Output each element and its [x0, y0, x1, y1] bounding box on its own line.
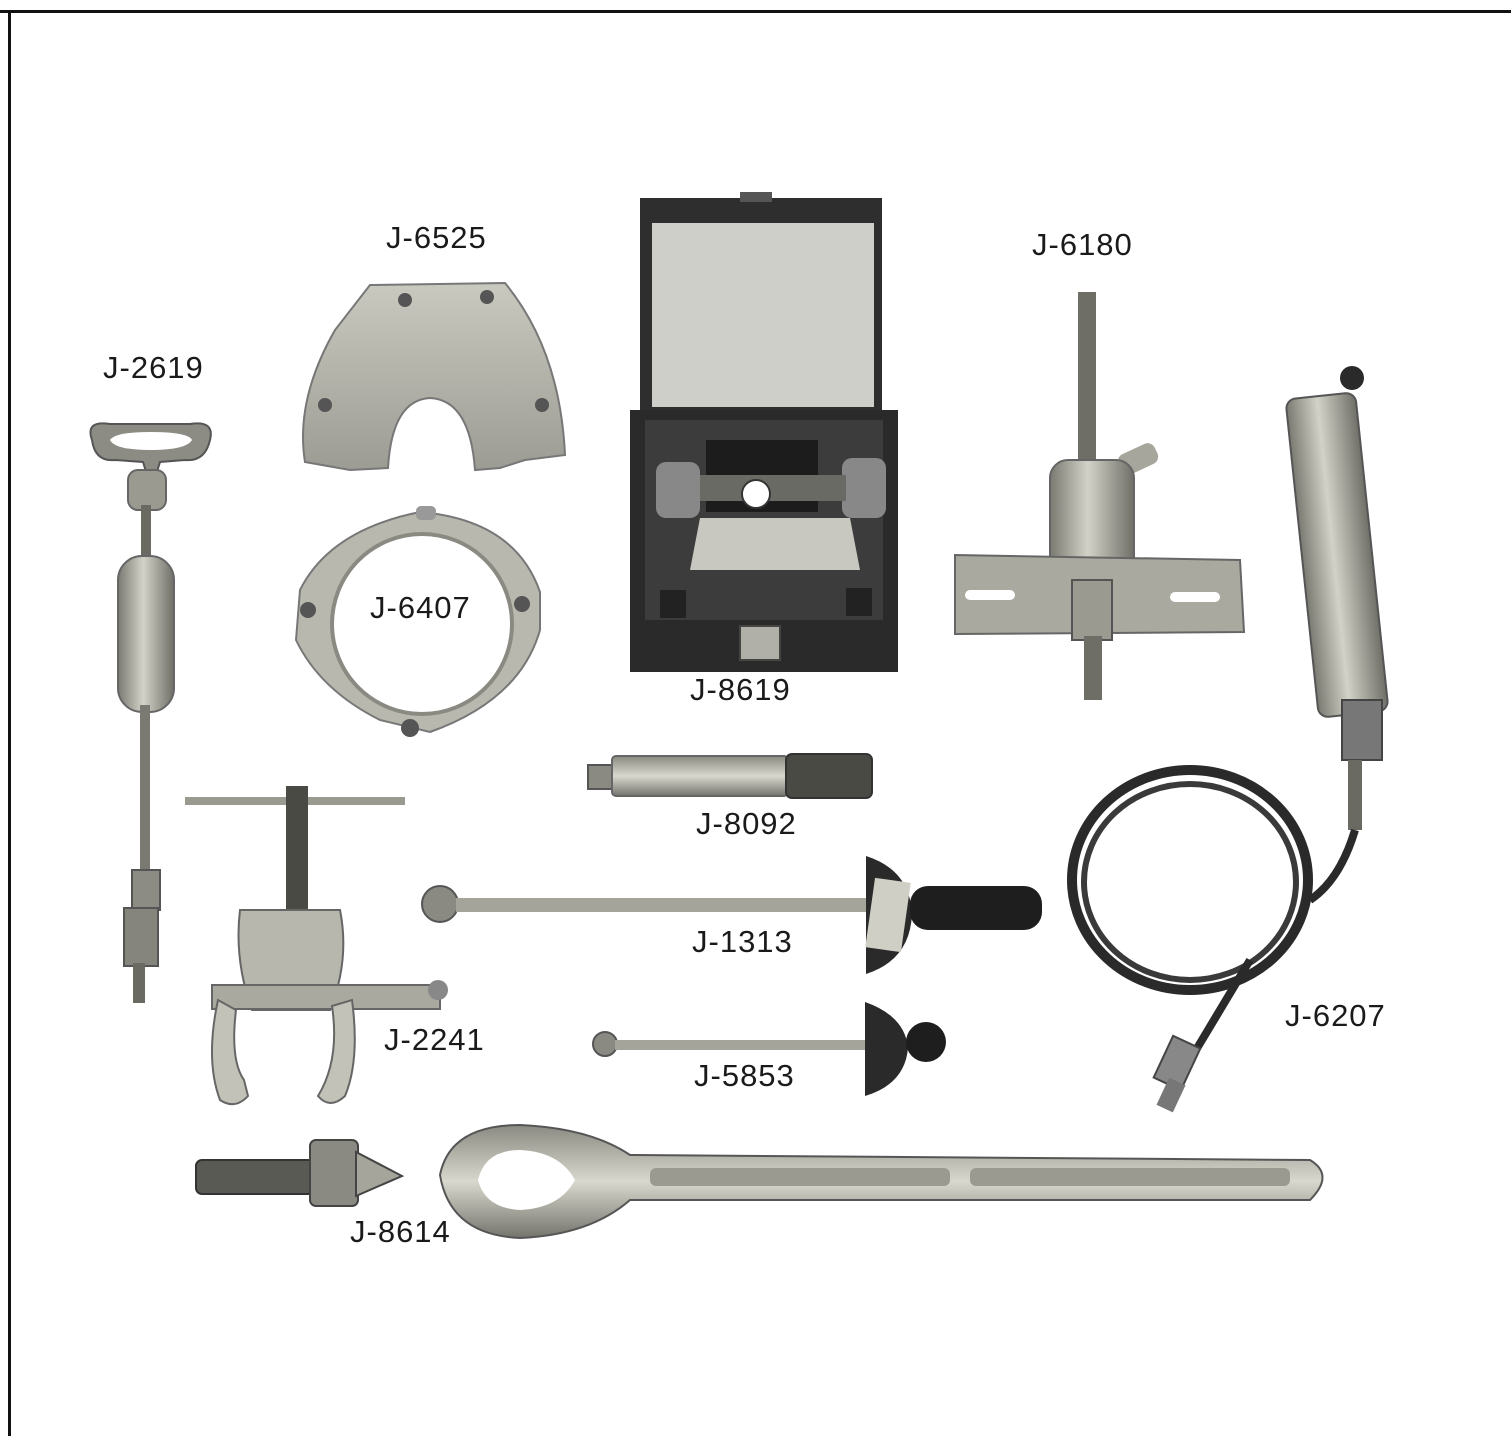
label-j6207: J-6207: [1285, 998, 1386, 1033]
left-border: [8, 10, 11, 1436]
puller-j6180: [954, 292, 1246, 700]
case-j8619: [630, 192, 898, 672]
label-j2619: J-2619: [103, 350, 204, 385]
gear-puller-j2241: [185, 786, 448, 1106]
spanner-wrench: [438, 1123, 1324, 1240]
plate-j6525: [302, 281, 567, 472]
torque-wrench-j5853: [592, 1002, 946, 1096]
label-j6180: J-6180: [1032, 227, 1133, 262]
label-j6407: J-6407: [370, 590, 471, 625]
label-j2241: J-2241: [384, 1022, 485, 1057]
hydraulic-pump-j6207: [1067, 366, 1389, 1113]
torque-wrench-j1313: [421, 856, 1042, 974]
label-j8614: J-8614: [350, 1214, 451, 1249]
label-j8619: J-8619: [690, 672, 791, 707]
adapter-j8092: [587, 753, 873, 799]
label-j1313: J-1313: [692, 924, 793, 959]
label-j8092: J-8092: [696, 806, 797, 841]
top-border: [0, 10, 1511, 13]
slide-hammer-j2619: [89, 422, 212, 1003]
label-j6525: J-6525: [386, 220, 487, 255]
ring-j6407: [294, 506, 541, 737]
label-j5853: J-5853: [694, 1058, 795, 1093]
center-j8614: [195, 1139, 405, 1207]
